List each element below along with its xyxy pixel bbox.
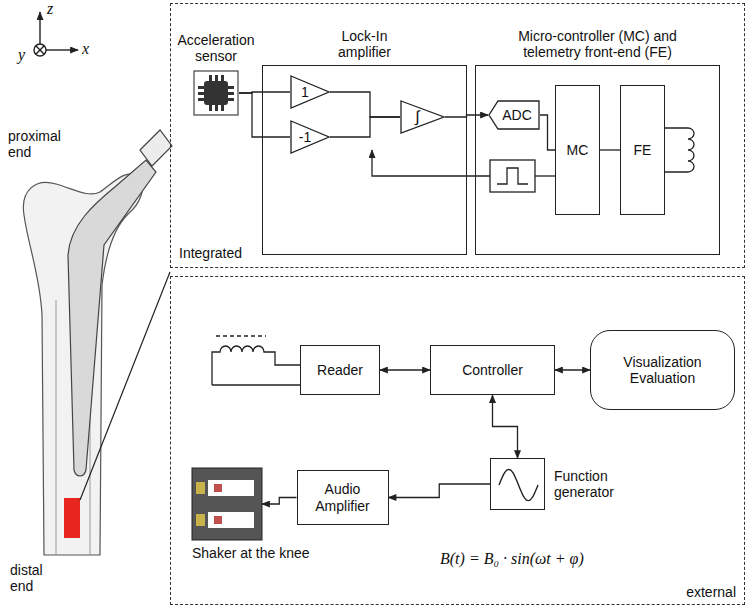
axis-symbol (34, 12, 78, 56)
sensor-chip: Acceleration sensor (193, 70, 239, 116)
signal-arrow (380, 369, 430, 370)
shaker-symbol: Shaker at the knee (192, 468, 262, 540)
process-box: MC (555, 85, 600, 215)
signal-wire (239, 93, 290, 137)
axis-label: y (18, 46, 25, 64)
amplifier-block: Lock-In amplifier1-1∫ (262, 65, 467, 255)
shaker-shape (192, 468, 262, 540)
end-label: proximal end (8, 128, 70, 160)
node-text: Reader (317, 362, 363, 378)
sine-shape (491, 459, 546, 511)
telemetry-coil (665, 128, 694, 172)
node-text: ∫ (415, 108, 429, 126)
node-text: Integrated (179, 245, 242, 261)
terminal-box: Visualization Evaluation (590, 330, 735, 410)
node-text: MC (567, 142, 589, 158)
tri-shape (290, 75, 330, 109)
group-panel: Integrated Acceleration sensor Lock-In amp… (170, 3, 745, 268)
node-text: Micro-controller (MC) and telemetry fron… (495, 28, 700, 60)
node-text: 1 (301, 84, 319, 100)
node-text: Audio Amplifier (304, 481, 382, 513)
sensor-marker (64, 498, 80, 538)
node-text: Shaker at the knee (192, 545, 327, 561)
reader-coil (212, 336, 300, 385)
process-box: Controller (430, 345, 555, 395)
chip-shape (193, 70, 239, 116)
formula-label: B(t) = B₀ · sin(ωt + φ) (440, 550, 690, 568)
integrator-triangle: ∫ (400, 100, 445, 134)
node-text: -1 (299, 129, 321, 145)
amplifier-triangle: 1 (290, 75, 330, 109)
amplifier-triangle: -1 (290, 120, 330, 154)
signal-wire (540, 115, 555, 150)
controller-block: Micro-controller (MC) and telemetry fron… (475, 65, 720, 255)
axis-label: x (82, 40, 89, 58)
process-box: Reader (300, 345, 380, 395)
signal-wire (600, 149, 620, 150)
tri-shape (400, 100, 445, 134)
node-text: Visualization Evaluation (603, 354, 723, 386)
process-box: Audio Amplifier (297, 470, 389, 525)
end-label: distal end (10, 562, 68, 594)
signal-wire (330, 92, 400, 117)
adc-block: ADC (488, 100, 540, 130)
node-text: Lock-In amplifier (317, 28, 412, 60)
reference-generator (372, 150, 555, 192)
node-text: ADC (496, 107, 532, 123)
node-text: external (686, 584, 736, 600)
signal-arrow (555, 369, 590, 370)
femur-illustration (23, 130, 172, 555)
signal-arrow (493, 395, 518, 458)
process-box: FE (620, 85, 665, 215)
node-text: Controller (462, 362, 523, 378)
node-text: Function generator (554, 468, 634, 500)
signal-arrow (389, 484, 491, 498)
leader-line (80, 272, 170, 500)
signal-wire (330, 117, 400, 137)
generator-box: Function generator (490, 458, 545, 510)
signal-arrow (262, 498, 297, 505)
node-text: Acceleration sensor (169, 32, 264, 64)
node-text: FE (634, 142, 652, 158)
axis-label: z (47, 0, 53, 18)
